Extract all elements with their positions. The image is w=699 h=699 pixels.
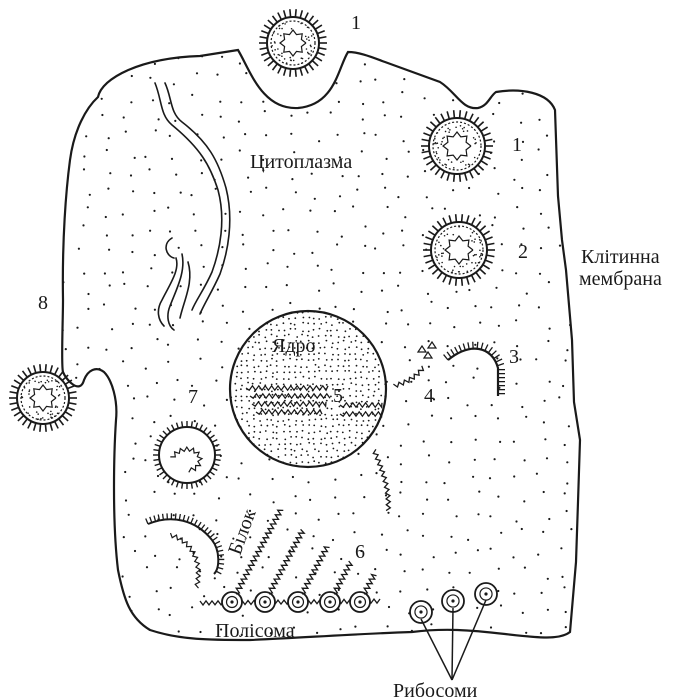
stage-number-1-right: 1 bbox=[512, 134, 522, 156]
label-cell-membrane-line2: мембрана bbox=[579, 268, 662, 290]
stage-number-3: 3 bbox=[509, 346, 519, 368]
stage-number-1-top: 1 bbox=[351, 12, 361, 34]
polysome bbox=[200, 510, 380, 612]
label-cytoplasm: Цитоплазма bbox=[250, 151, 352, 173]
virus-entry-channel bbox=[155, 83, 230, 330]
nucleic-acid-exit-strand bbox=[373, 449, 390, 510]
stage-number-2: 2 bbox=[518, 241, 528, 263]
label-protein: Білок bbox=[224, 506, 261, 558]
stage-7-capsid bbox=[153, 421, 221, 489]
stage-number-5: 5 bbox=[333, 385, 343, 407]
label-ribosomes: Рибосоми bbox=[393, 680, 478, 699]
stage-number-4: 4 bbox=[424, 385, 434, 407]
stage-number-8: 8 bbox=[38, 292, 48, 314]
stage-number-6: 6 bbox=[355, 541, 365, 563]
label-cell-membrane-line1: Клітинна bbox=[581, 246, 660, 268]
label-polysome: Полісома bbox=[215, 620, 295, 642]
stage-4-strand bbox=[393, 366, 423, 387]
label-nucleus: Ядро bbox=[272, 335, 316, 357]
capsid-forming-arc bbox=[146, 513, 225, 588]
stage-number-7: 7 bbox=[188, 386, 198, 408]
